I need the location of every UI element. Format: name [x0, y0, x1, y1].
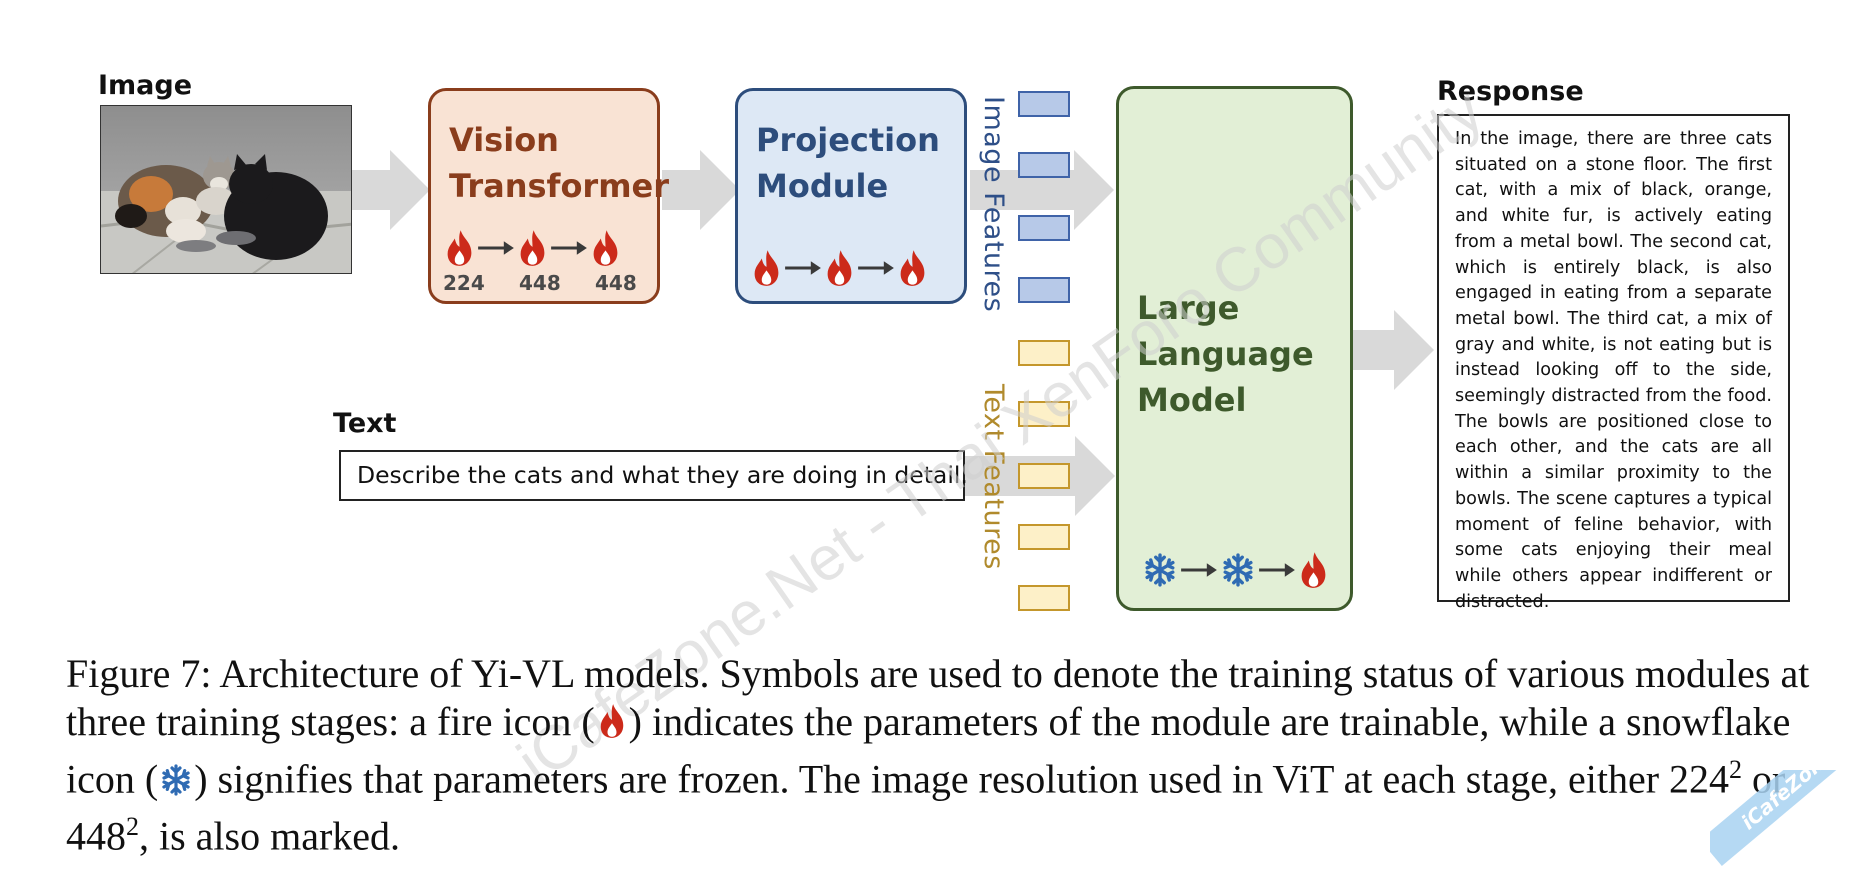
arrow-projection-to-llm [970, 150, 1114, 230]
image-feature-token [1018, 277, 1070, 303]
projection-stage-icons [752, 249, 927, 287]
response-box: In the image, there are three cats situa… [1437, 114, 1790, 612]
snowflake-icon [160, 764, 192, 796]
figure-caption: Figure 7: Architecture of Yi-VL models. … [66, 650, 1816, 861]
caption-part5: , is also marked. [139, 813, 401, 859]
vit-title-line1: Vision [449, 121, 559, 159]
cat-photo [100, 105, 352, 274]
image-feature-token [1018, 91, 1070, 117]
llm-module: Large Language Model [1116, 86, 1353, 611]
vit-resolution-stage2: 448 [519, 271, 561, 295]
text-feature-token [1018, 340, 1070, 366]
image-feature-token [1018, 215, 1070, 241]
fire-icon [591, 229, 620, 267]
fire-icon [825, 249, 854, 287]
arrow-vit-to-projection [662, 150, 740, 230]
image-feature-token [1018, 152, 1070, 178]
arrow-right-icon [857, 260, 895, 276]
text-feature-token [1018, 585, 1070, 611]
vit-title-line2: Transformer [449, 167, 670, 205]
llm-title: Large Language Model [1137, 285, 1314, 423]
llm-title-line1: Large [1137, 289, 1240, 327]
llm-title-line2: Language [1137, 335, 1314, 373]
image-features-label: Image Features [978, 96, 1009, 313]
caption-part3: ) signifies that parameters are frozen. … [194, 756, 1730, 802]
response-text: In the image, there are three cats situa… [1455, 129, 1772, 612]
arrow-llm-to-response [1350, 310, 1434, 390]
fire-icon [752, 249, 781, 287]
snowflake-icon [1221, 553, 1255, 587]
caption-part1: Figure 7: Architecture of Yi-VL models. … [66, 651, 1810, 744]
fire-icon [598, 703, 626, 739]
arrow-right-icon [1180, 562, 1218, 578]
fire-icon [445, 229, 474, 267]
snowflake-icon [1143, 553, 1177, 587]
caption-superscript-1: 2 [1729, 755, 1743, 784]
corner-ribbon-text: iCafeZone [1736, 770, 1839, 835]
llm-title-line3: Model [1137, 381, 1247, 419]
vit-stage-icons [445, 229, 620, 267]
projection-title-line1: Projection [756, 121, 940, 159]
arrow-image-to-vit [352, 150, 430, 230]
fire-icon [898, 249, 927, 287]
caption-part2: ) indicates the parameters of the module… [66, 699, 1791, 802]
vision-transformer-module: Vision Transformer 224 448 448 [428, 88, 669, 304]
response-label: Response [1437, 76, 1584, 107]
arrow-right-icon [477, 240, 515, 256]
corner-ribbon-band: iCafeZone [1710, 770, 1866, 867]
projection-title: Projection Module [756, 117, 940, 209]
llm-stage-icons [1143, 551, 1328, 589]
text-prompt: Describe the cats and what they are doin… [357, 461, 968, 489]
projection-title-line2: Module [756, 167, 889, 205]
corner-ribbon: iCafeZone [1710, 770, 1866, 876]
vit-resolution-stage1: 224 [443, 271, 485, 295]
vit-title: Vision Transformer [449, 117, 669, 209]
text-features-label: Text Features [978, 384, 1009, 570]
text-feature-token [1018, 401, 1070, 427]
fire-icon [1299, 551, 1328, 589]
fire-icon [518, 229, 547, 267]
text-prompt-box: Describe the cats and what they are doin… [339, 450, 968, 501]
text-feature-token [1018, 524, 1070, 550]
arrow-right-icon [550, 240, 588, 256]
text-feature-token [1018, 463, 1070, 489]
vit-resolution-stage3: 448 [595, 271, 637, 295]
arrow-right-icon [784, 260, 822, 276]
image-label: Image [98, 70, 193, 101]
arrow-right-icon [1258, 562, 1296, 578]
caption-superscript-2: 2 [126, 812, 139, 842]
text-label: Text [333, 408, 397, 439]
projection-module: Projection Module [735, 88, 967, 304]
